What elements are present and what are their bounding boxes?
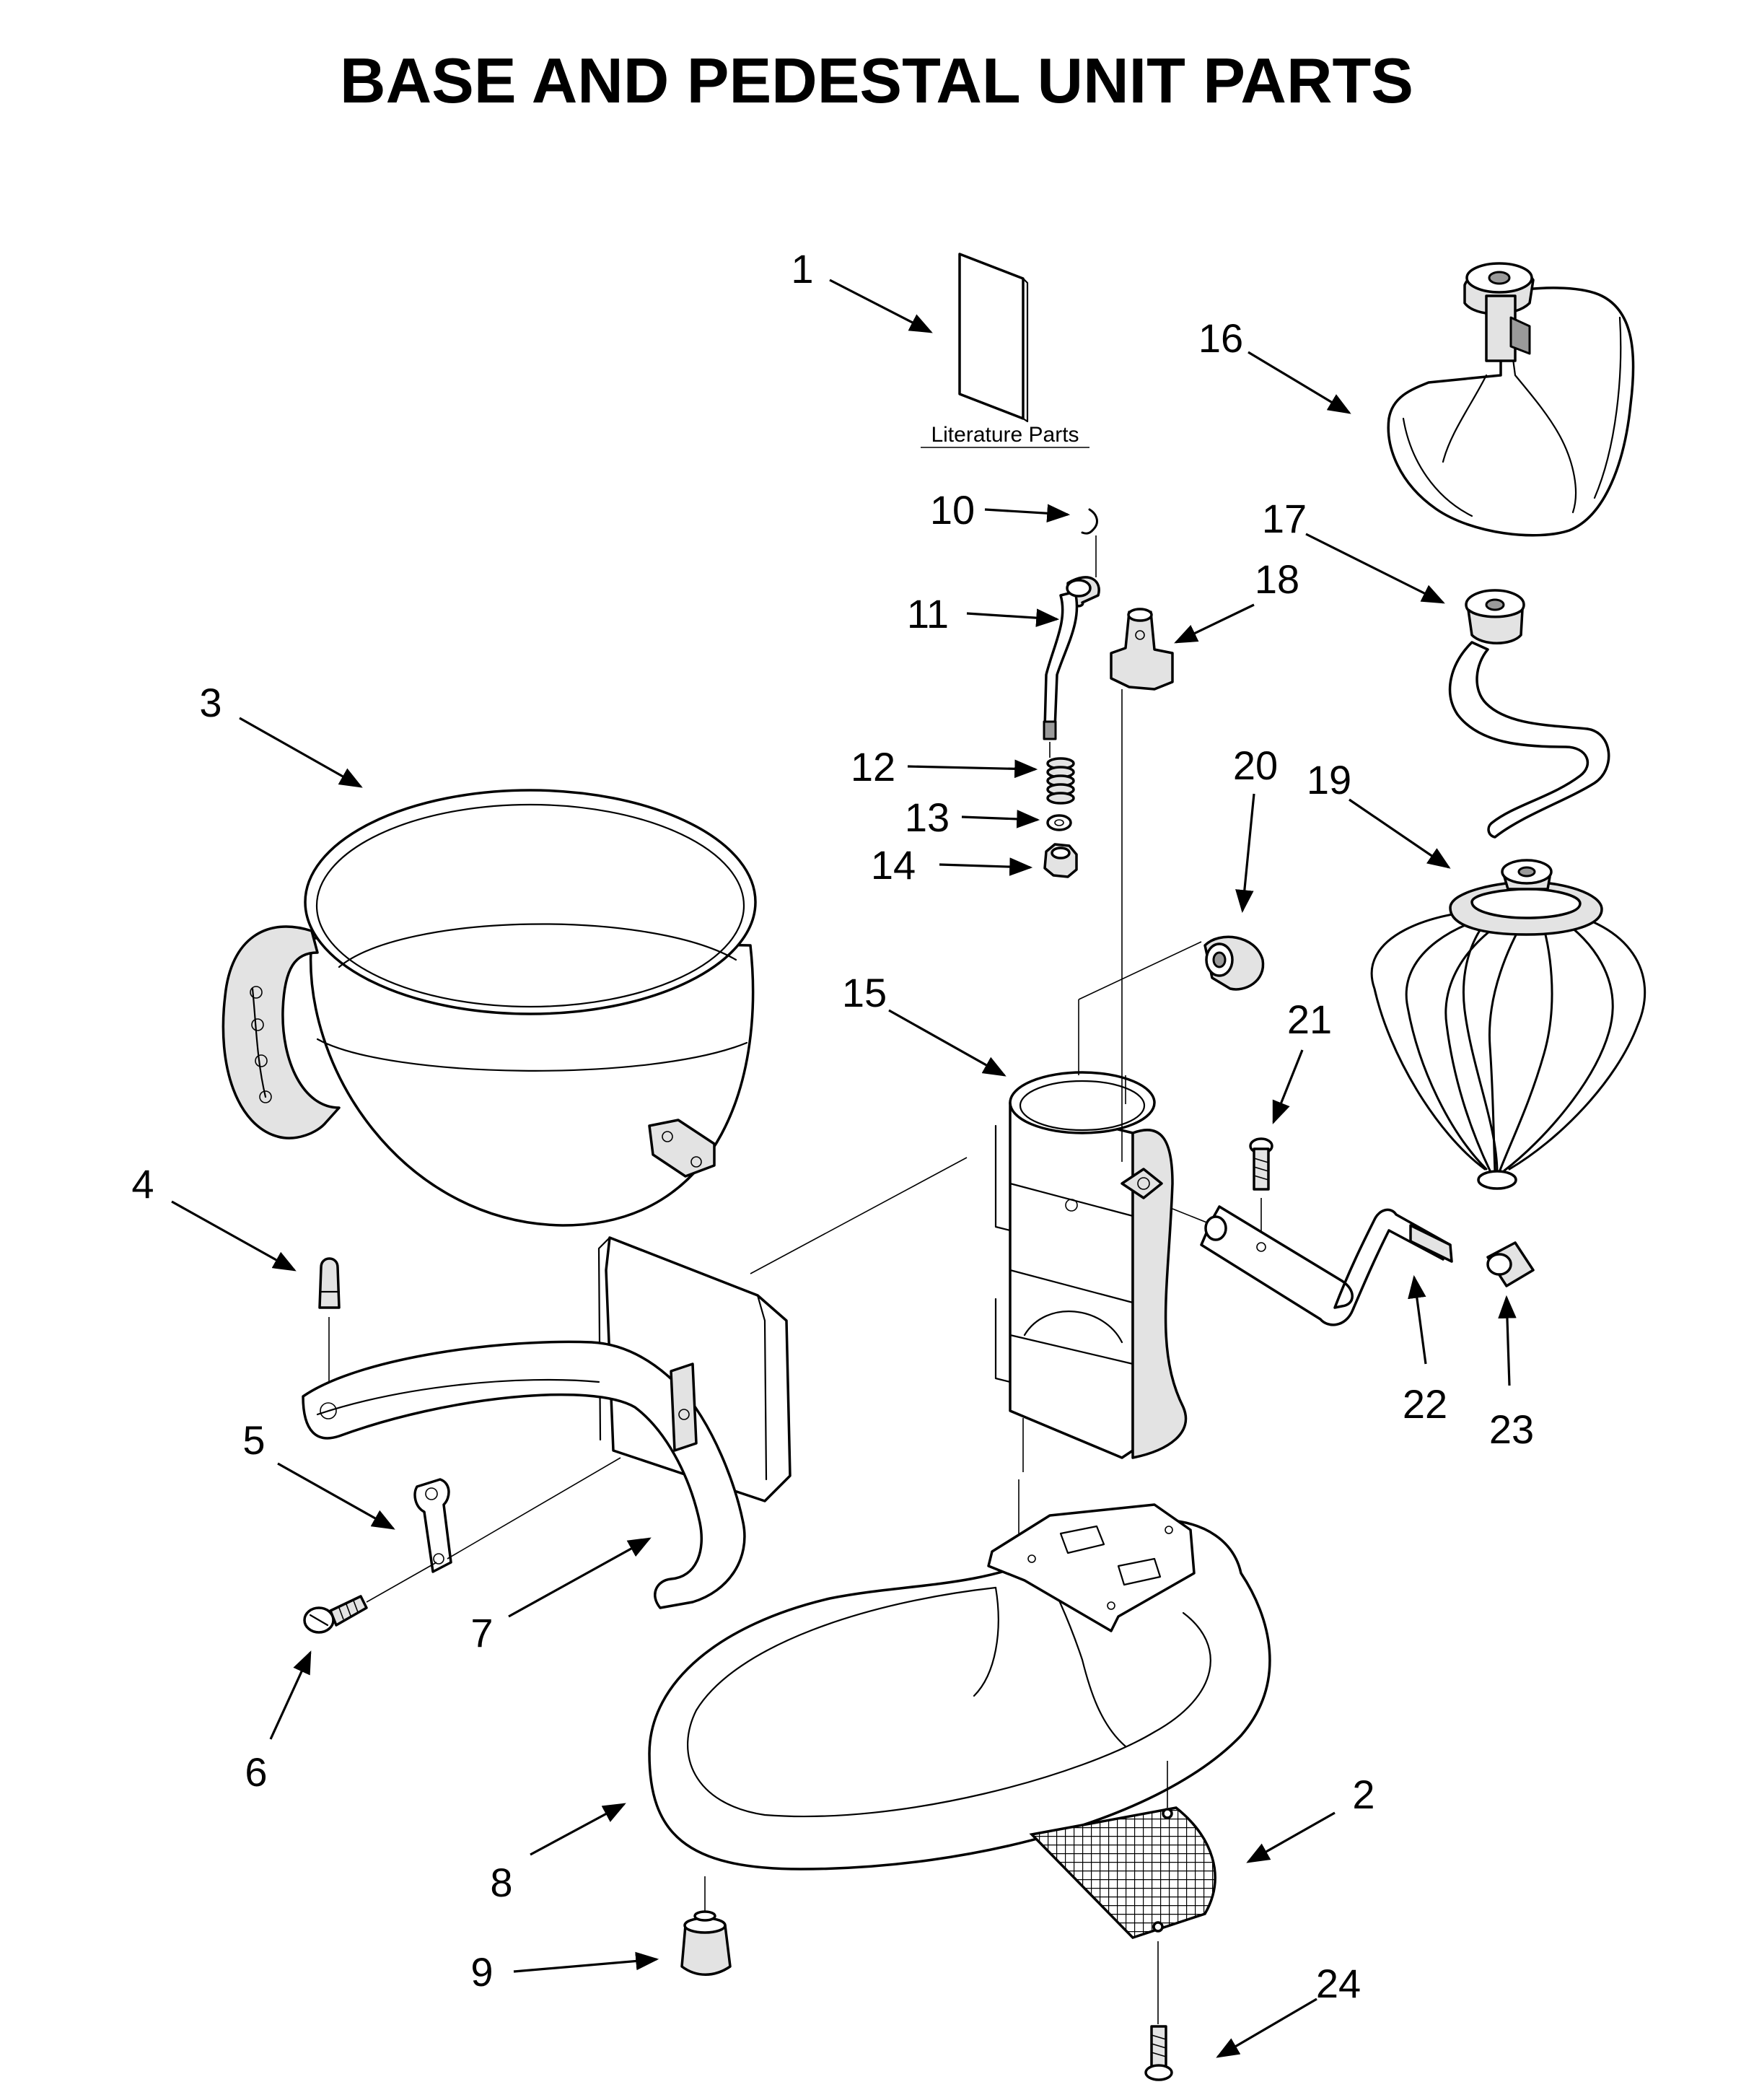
part-3-bowl <box>222 789 757 1227</box>
leader-7 <box>508 1537 652 1618</box>
part-19-wire-whip <box>1370 859 1646 1190</box>
leader-16 <box>1247 351 1351 414</box>
callout-3: 3 <box>199 680 222 725</box>
leader-19 <box>1349 798 1451 869</box>
leader-20 <box>1235 793 1255 914</box>
callout-7: 7 <box>470 1610 493 1655</box>
callout-1: 1 <box>791 246 813 292</box>
part-17-dough-hook <box>1448 589 1610 839</box>
leader-4 <box>171 1200 297 1272</box>
part-22-crank-shaft <box>1172 1205 1453 1326</box>
leader-3 <box>239 717 363 788</box>
callout-20: 20 <box>1233 743 1278 788</box>
part-20-knob <box>1203 935 1265 991</box>
leader-23 <box>1498 1295 1517 1386</box>
part-5-clip <box>413 1478 452 1573</box>
callout-14: 14 <box>871 842 916 888</box>
leader-24 <box>1216 1998 1317 2058</box>
callout-10: 10 <box>930 487 975 533</box>
leader-17 <box>1305 533 1445 604</box>
part-16-flat-beater <box>1387 262 1635 537</box>
part-18-lock-lever <box>1110 608 1174 1162</box>
leader-2 <box>1246 1811 1336 1863</box>
part-6-screw <box>303 1457 621 1634</box>
leader-11 <box>966 608 1060 627</box>
callout-15: 15 <box>842 970 887 1015</box>
callout-5: 5 <box>242 1417 265 1463</box>
callout-8: 8 <box>490 1860 512 1905</box>
callout-18: 18 <box>1255 556 1299 602</box>
callout-labels: 1 2 3 4 5 6 7 8 9 10 11 12 13 14 15 16 1… <box>131 246 1534 2006</box>
part-24-screw <box>1144 2025 1173 2081</box>
callout-19: 19 <box>1307 757 1351 802</box>
leader-8 <box>530 1803 626 1856</box>
parts-10-14-lock-linkage <box>1043 508 1100 878</box>
part-1-literature: Literature Parts <box>921 253 1089 448</box>
callout-6: 6 <box>245 1749 267 1795</box>
part-23-cap <box>1486 1241 1535 1287</box>
leader-9 <box>513 1951 659 1973</box>
leader-13 <box>961 810 1040 828</box>
part-15-pedestal <box>750 941 1202 1472</box>
callout-4: 4 <box>131 1161 154 1207</box>
literature-caption: Literature Parts <box>931 423 1079 447</box>
callout-24: 24 <box>1316 1961 1361 2006</box>
callout-11: 11 <box>907 591 949 636</box>
callout-16: 16 <box>1198 315 1243 361</box>
leader-arrows <box>171 279 1517 2058</box>
leader-10 <box>984 504 1071 523</box>
callout-12: 12 <box>851 744 895 789</box>
part-8-base <box>648 1479 1271 1871</box>
part-12-spring <box>1046 757 1075 805</box>
leader-1 <box>829 279 933 333</box>
part-4-pin <box>318 1257 341 1393</box>
part-13-washer <box>1046 814 1072 831</box>
callout-13: 13 <box>905 795 950 840</box>
leader-14 <box>939 857 1033 876</box>
part-2-mesh-pad <box>1029 1761 1216 2024</box>
part-21-screw <box>1249 1137 1273 1241</box>
leader-18 <box>1174 603 1255 644</box>
leader-12 <box>907 759 1038 779</box>
callout-22: 22 <box>1403 1381 1447 1427</box>
callout-2: 2 <box>1352 1772 1374 1817</box>
callout-23: 23 <box>1489 1406 1534 1452</box>
part-9-foot <box>680 1876 732 1976</box>
callout-17: 17 <box>1262 496 1307 541</box>
page-title: BASE AND PEDESTAL UNIT PARTS <box>340 45 1413 116</box>
leader-21 <box>1272 1049 1304 1124</box>
callout-9: 9 <box>470 1949 493 1995</box>
leader-6 <box>269 1650 312 1740</box>
part-7-bowl-support <box>302 1236 792 1609</box>
part-14-nut <box>1043 843 1078 878</box>
callout-21: 21 <box>1287 997 1332 1042</box>
leader-22 <box>1408 1274 1427 1365</box>
leader-5 <box>277 1462 395 1530</box>
leader-15 <box>888 1009 1007 1077</box>
